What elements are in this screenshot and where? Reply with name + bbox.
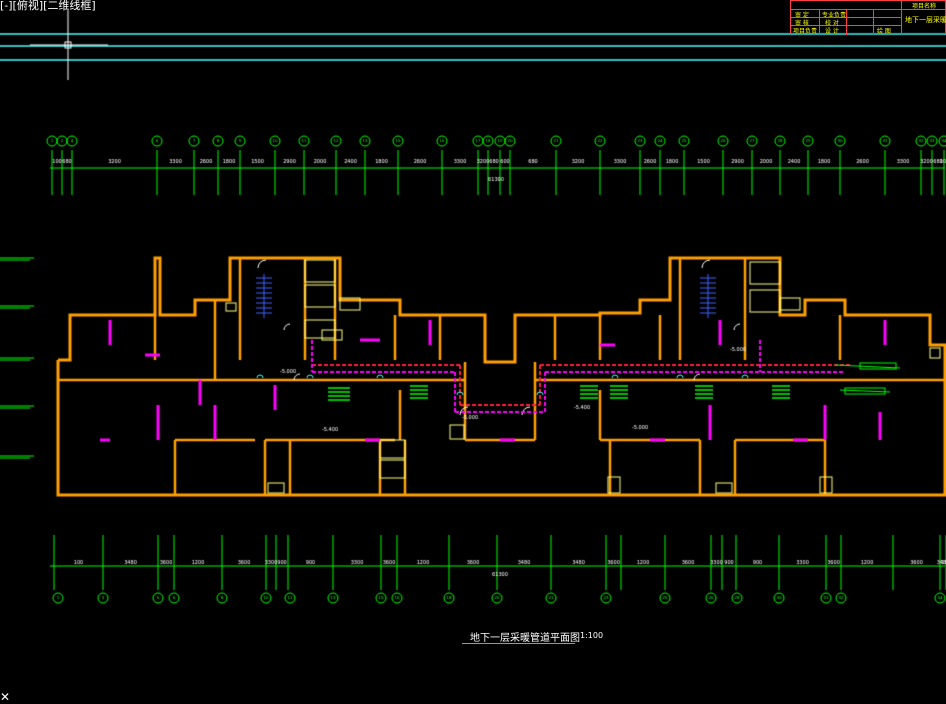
plan-title: 地下一层采暖管道平面图 [470,633,580,644]
tb-cell: 项目负责 [793,28,818,35]
tb-cell: 校 对 [825,20,839,27]
tb-cell: 专业负责 [822,12,847,19]
tb-drawing-name: 地下一层采暖 [905,16,946,24]
tb-cell: 审 核 [795,20,809,27]
plan-scale: 1:100 [580,631,604,640]
ucs-icon: ✕ [0,690,11,704]
tb-cell: 设 计 [825,28,839,35]
title-block: 项目名称 审 定 审 核 项目负责 专业负责 校 对 设 计 绘 图 地下一层采… [790,0,946,35]
viewport-label[interactable]: [-][俯视][二维线框] [0,0,96,12]
tb-cell: 绘 图 [877,28,891,35]
tb-project: 项目名称 [912,3,937,10]
tb-cell: 审 定 [795,12,809,19]
plan-title-underline [462,643,575,644]
